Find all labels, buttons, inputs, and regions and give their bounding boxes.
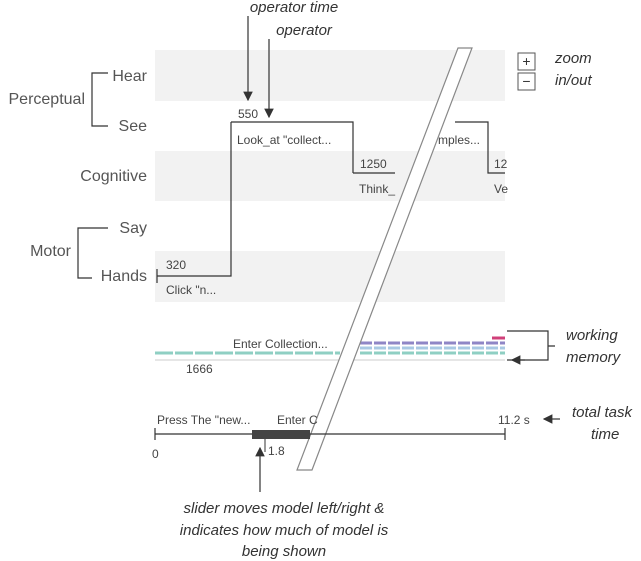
working-memory-time: 1666: [186, 362, 213, 376]
see2-operator-line: [455, 121, 505, 174]
perceptual-bracket: [91, 72, 108, 127]
row-label-see: See: [119, 118, 148, 135]
row-label-hands: Hands: [101, 268, 147, 285]
minus-icon: −: [522, 73, 530, 89]
group-label-perceptual: Perceptual: [9, 91, 86, 108]
annotation-operator-time: operator time: [250, 0, 338, 16]
working-memory-bracket: [507, 330, 555, 361]
timeline-slider-handle[interactable]: [252, 430, 310, 439]
annotation-zoom-inout: in/out: [555, 72, 593, 89]
operator-tracks: [156, 121, 505, 283]
cognitive-operator-time: 1250: [360, 157, 387, 171]
timeline: [154, 428, 506, 440]
group-label-motor: Motor: [30, 243, 72, 260]
annotation-time: time: [591, 426, 619, 443]
timeline-start: 0: [152, 447, 159, 461]
annotation-zoom: zoom: [554, 50, 592, 67]
page-break-slash: [296, 47, 473, 471]
zoom-out-button[interactable]: −: [517, 72, 536, 91]
row-label-hear: Hear: [112, 68, 147, 85]
hands-operator-label[interactable]: Click "n...: [166, 283, 216, 297]
zoom-in-button[interactable]: +: [517, 52, 536, 71]
timeline-total: 11.2 s: [498, 413, 530, 427]
see-operator-time: 550: [238, 107, 258, 121]
annotation-operator: operator: [276, 22, 333, 39]
cognitive-operator-label[interactable]: Think_: [359, 182, 395, 196]
hands-operator-line: [156, 122, 232, 283]
plus-icon: +: [522, 53, 530, 69]
timeline-slider-value: 1.8: [268, 444, 285, 458]
see2-operator-label[interactable]: mples...: [438, 133, 480, 147]
row-label-say: Say: [119, 220, 147, 237]
hands-operator-time: 320: [166, 258, 186, 272]
annotation-slider-line3: being shown: [242, 543, 326, 560]
cognitive2-operator-label[interactable]: Ve: [494, 182, 508, 196]
annotation-memory: memory: [566, 349, 622, 366]
annotation-total-task: total task: [572, 404, 634, 421]
working-memory-label: Enter Collection...: [233, 337, 328, 351]
see-operator-line: [231, 121, 354, 173]
band-cognitive: [155, 151, 505, 201]
annotation-slider-line2: indicates how much of model is: [180, 522, 389, 539]
motor-bracket: [77, 227, 108, 279]
see-operator-label[interactable]: Look_at "collect...: [237, 133, 331, 147]
annotation-working: working: [566, 327, 618, 344]
working-memory-strip: [155, 336, 505, 361]
row-label-cognitive: Cognitive: [80, 168, 147, 185]
timeline-step-1: Press The "new...: [157, 413, 250, 427]
annotation-slider-line1: slider moves model left/right &: [184, 500, 385, 517]
timeline-step-2: Enter C: [277, 413, 318, 427]
cognitive2-operator-time: 12: [494, 157, 508, 171]
